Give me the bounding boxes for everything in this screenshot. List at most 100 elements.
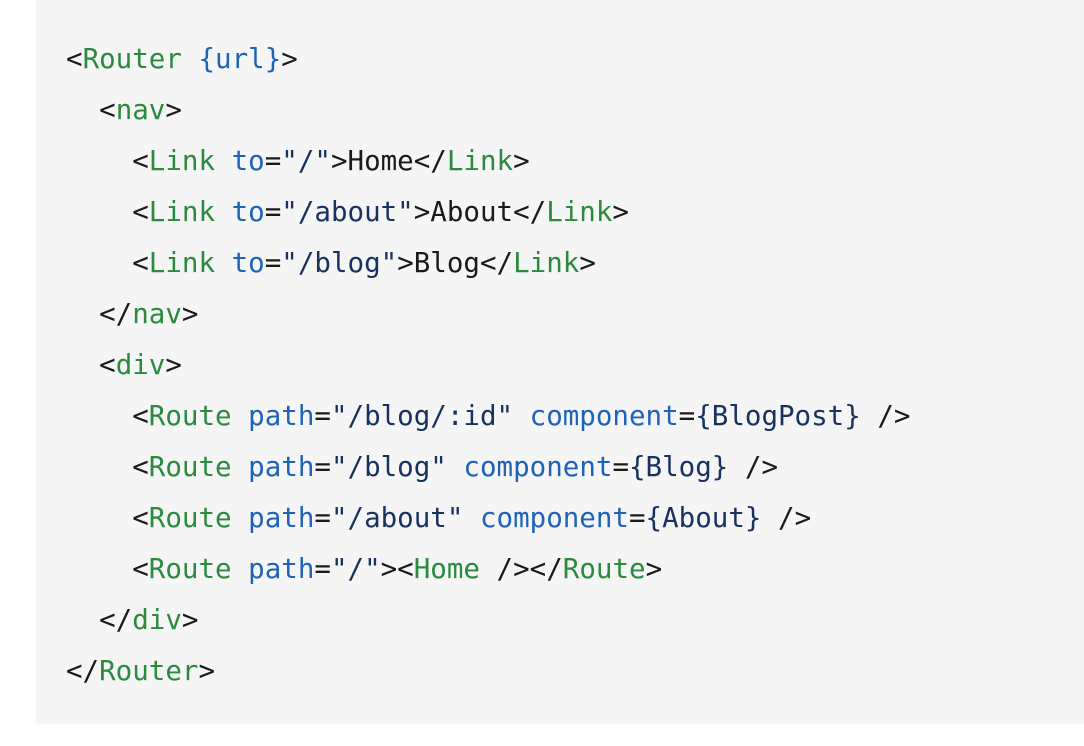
code-line: </div> — [66, 595, 910, 646]
code-token-plain: < — [132, 451, 149, 483]
code-token-plain: < — [132, 502, 149, 534]
code-line: <nav> — [66, 85, 910, 136]
code-line: <Link to="/">Home</Link> — [66, 136, 910, 187]
code-token-plain: >Home</ — [330, 145, 447, 177]
code-token-plain: = — [314, 502, 331, 534]
code-token-plain: > — [165, 94, 182, 126]
code-token-expr: {BlogPost} — [695, 400, 861, 432]
code-line: <Router {url}> — [66, 34, 910, 85]
code-indent — [66, 298, 99, 330]
code-token-plain: < — [99, 349, 116, 381]
code-token-tag: Route — [148, 553, 232, 585]
code-line: <Link to="/about">About</Link> — [66, 187, 910, 238]
code-token-attr: path — [248, 400, 315, 432]
code-token-plain: < — [132, 145, 149, 177]
code-token-tag: Link — [148, 196, 216, 228]
code-line: </Router> — [66, 646, 910, 697]
code-token-tag: Route — [148, 451, 232, 483]
code-token-plain: </ — [99, 604, 133, 636]
code-token-plain — [463, 502, 480, 534]
code-token-tag: Router — [99, 655, 199, 687]
code-token-plain: = — [612, 451, 629, 483]
code-indent — [66, 553, 132, 585]
code-token-attr: to — [231, 145, 265, 177]
code-token-plain: > — [181, 298, 199, 330]
code-line: </nav> — [66, 289, 910, 340]
code-indent — [66, 451, 132, 483]
code-token-plain — [215, 196, 232, 228]
code-token-tag: nav — [132, 298, 182, 330]
code-token-tag: Route — [148, 400, 232, 432]
code-token-string: "/about" — [330, 502, 464, 534]
code-token-plain: /> — [860, 400, 911, 432]
code-block: <Router {url}> <nav> <Link to="/">Home</… — [36, 0, 1084, 724]
code-token-plain: > — [165, 349, 182, 381]
code-token-plain — [513, 400, 530, 432]
code-token-plain: >Blog</ — [397, 247, 514, 279]
code-token-attr: {url} — [198, 43, 282, 75]
code-token-plain: > — [281, 43, 298, 75]
code-token-plain: /> — [728, 451, 779, 483]
code-token-plain — [232, 400, 249, 432]
code-token-string: "/blog/:id" — [330, 400, 514, 432]
code-token-tag: nav — [115, 94, 166, 126]
code-token-plain: = — [314, 553, 331, 585]
code-line: <Route path="/blog" component={Blog} /> — [66, 442, 910, 493]
code-indent — [66, 604, 99, 636]
code-token-plain — [215, 145, 232, 177]
code-token-tag: Link — [513, 247, 580, 279]
code-line: <Link to="/blog">Blog</Link> — [66, 238, 910, 289]
code-token-string: "/" — [281, 145, 331, 177]
code-token-attr: component — [463, 451, 613, 483]
code-token-string: "/blog" — [330, 451, 447, 483]
code-line: <div> — [66, 340, 910, 391]
code-token-plain: >About</ — [413, 196, 547, 228]
code-token-plain: = — [314, 400, 331, 432]
code-line: <Route path="/blog/:id" component={BlogP… — [66, 391, 910, 442]
code-indent — [66, 145, 132, 177]
code-token-tag: Link — [446, 145, 514, 177]
code-token-tag: Home — [413, 553, 480, 585]
code-token-plain — [215, 247, 232, 279]
code-token-plain — [182, 43, 199, 75]
code-token-tag: Link — [148, 247, 216, 279]
code-token-string: "/blog" — [281, 247, 398, 279]
code-token-plain — [447, 451, 464, 483]
code-token-plain: = — [678, 400, 696, 432]
code-token-plain: > — [513, 145, 530, 177]
code-token-plain: < — [66, 43, 83, 75]
code-token-plain: > — [645, 553, 663, 585]
code-token-plain — [232, 451, 249, 483]
code-token-plain: < — [132, 247, 149, 279]
code-token-attr: path — [248, 553, 315, 585]
code-indent — [66, 94, 99, 126]
code-indent — [66, 247, 132, 279]
code-token-plain: < — [132, 196, 149, 228]
code-token-expr: {Blog} — [629, 451, 729, 483]
code-token-tag: Router — [82, 43, 182, 75]
code-indent — [66, 196, 132, 228]
code-token-plain: /> — [761, 502, 812, 534]
code-token-plain: > — [579, 247, 596, 279]
code-token-plain: /></ — [479, 553, 563, 585]
code-token-plain — [232, 502, 249, 534]
code-token-string: "/about" — [281, 196, 414, 228]
code-token-tag: Link — [148, 145, 216, 177]
code-token-plain: >< — [380, 553, 414, 585]
code-token-plain: < — [99, 94, 116, 126]
code-token-attr: component — [479, 502, 629, 534]
code-token-plain: < — [132, 553, 149, 585]
code-token-plain: </ — [99, 298, 133, 330]
code-indent — [66, 400, 132, 432]
code-token-plain: > — [198, 655, 216, 687]
code-token-string: "/" — [330, 553, 381, 585]
code-token-plain: > — [181, 604, 199, 636]
code-token-tag: Route — [562, 553, 646, 585]
code-token-attr: component — [529, 400, 679, 432]
code-token-plain: = — [264, 145, 282, 177]
code-token-tag: div — [115, 349, 166, 381]
code-token-tag: Route — [148, 502, 232, 534]
code-token-plain — [232, 553, 249, 585]
code-token-plain: = — [628, 502, 646, 534]
code-lines: <Router {url}> <nav> <Link to="/">Home</… — [66, 34, 910, 697]
